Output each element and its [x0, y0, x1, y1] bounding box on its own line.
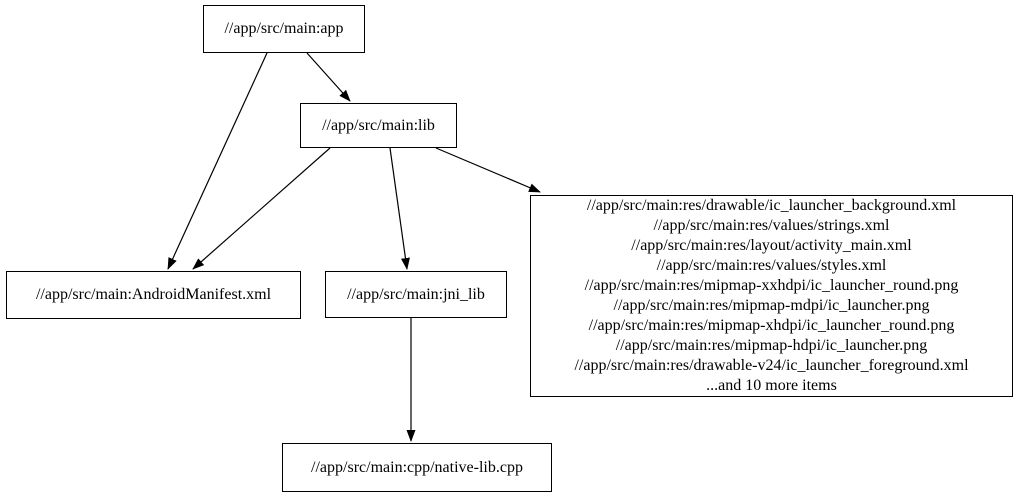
- node-lib-label: //app/src/main:lib: [322, 116, 435, 134]
- node-lib: //app/src/main:lib: [300, 103, 457, 148]
- res-group-more-items: ...and 10 more items: [706, 377, 837, 394]
- node-native-lib-cpp: //app/src/main:cpp/native-lib.cpp: [282, 443, 552, 492]
- res-group-line: //app/src/main:res/drawable-v24/ic_launc…: [574, 357, 969, 374]
- node-jni-lib-label: //app/src/main:jni_lib: [347, 285, 485, 303]
- node-jni-lib: //app/src/main:jni_lib: [325, 271, 507, 318]
- res-group-line: //app/src/main:res/mipmap-xxhdpi/ic_laun…: [584, 277, 959, 294]
- res-group-line: //app/src/main:res/mipmap-xhdpi/ic_launc…: [588, 317, 955, 334]
- edge-app-to-manifest: [167, 52, 268, 270]
- edge-app-to-lib: [306, 52, 351, 102]
- node-native-lib-cpp-label: //app/src/main:cpp/native-lib.cpp: [311, 458, 523, 476]
- node-app: //app/src/main:app: [203, 5, 365, 53]
- edge-lib-to-res-group: [435, 147, 541, 193]
- node-android-manifest: //app/src/main:AndroidManifest.xml: [6, 271, 301, 319]
- res-group-line: //app/src/main:res/mipmap-hdpi/ic_launch…: [615, 337, 928, 354]
- node-res-group: //app/src/main:res/drawable/ic_launcher_…: [530, 195, 1013, 397]
- res-group-line: //app/src/main:res/layout/activity_main.…: [631, 237, 912, 254]
- node-app-label: //app/src/main:app: [224, 20, 344, 37]
- res-group-line: //app/src/main:res/values/styles.xml: [656, 257, 887, 274]
- edge-lib-to-manifest: [192, 147, 331, 270]
- res-group-line: //app/src/main:res/mipmap-mdpi/ic_launch…: [613, 297, 930, 314]
- edge-lib-to-jni-lib: [389, 147, 410, 270]
- node-android-manifest-label: //app/src/main:AndroidManifest.xml: [35, 286, 272, 303]
- res-group-line: //app/src/main:res/drawable/ic_launcher_…: [586, 197, 957, 214]
- res-group-line: //app/src/main:res/values/strings.xml: [653, 217, 890, 234]
